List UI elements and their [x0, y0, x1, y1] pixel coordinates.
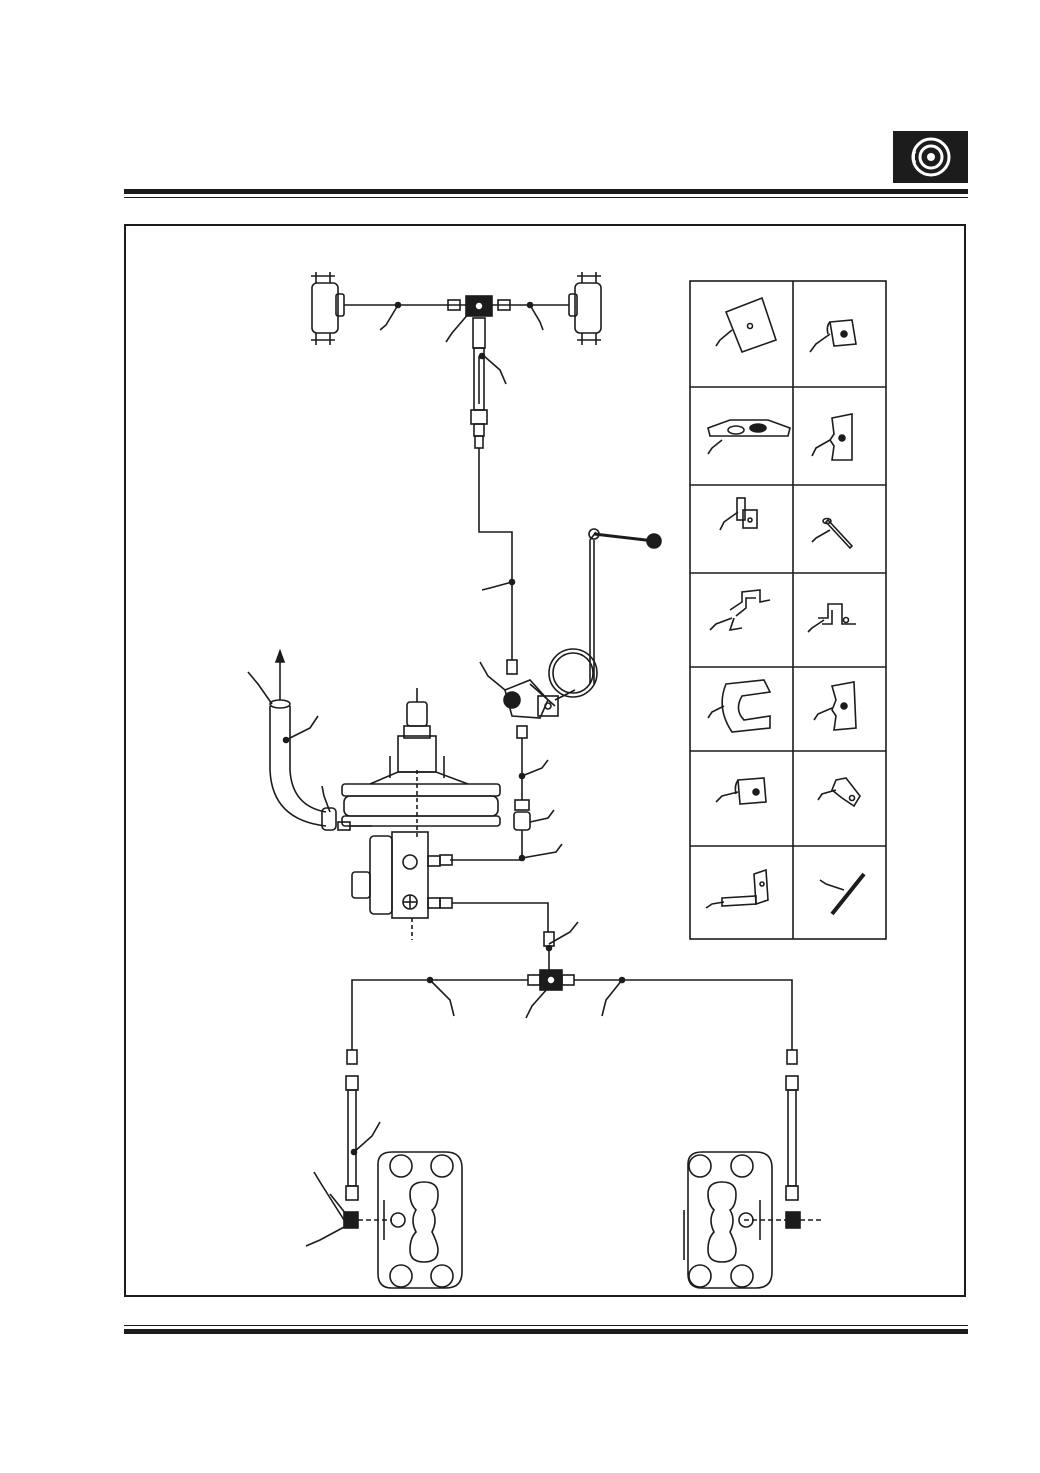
- rectangular-pad-plate-icon: [715, 296, 778, 354]
- front-left-caliper: [377, 1151, 463, 1289]
- header-rule-thin: [124, 197, 968, 198]
- mounting-bracket-icon: [707, 419, 791, 455]
- load-sensing-linkage: [548, 528, 662, 698]
- u-clip-icon: [707, 679, 772, 733]
- header-rule: [124, 189, 968, 194]
- diagram-frame: [124, 224, 966, 1297]
- pressure-regulating-valve: [479, 661, 576, 719]
- rod-icon: [819, 872, 866, 916]
- right-rear-wheel-cylinder: [568, 272, 602, 345]
- rear-flexible-hose: [470, 317, 507, 449]
- flared-clip-icon: [813, 681, 857, 731]
- footer-rule: [124, 1329, 968, 1334]
- left-rear-wheel-cylinder: [311, 272, 345, 345]
- pipe-bracket-icon: [807, 603, 856, 633]
- angled-bracket-icon: [709, 589, 771, 632]
- spring-clip-icon: [809, 319, 857, 353]
- rear-brake-assembly: [311, 272, 602, 449]
- bent-clip-icon: [817, 777, 861, 808]
- valve-outlet-pipe: [439, 725, 563, 866]
- front-right-flexible-hose: [744, 1075, 824, 1229]
- pin-icon: [811, 517, 854, 550]
- angle-bracket-icon: [705, 868, 769, 909]
- front-left-pipe: [346, 976, 528, 1065]
- vacuum-hose: [247, 648, 372, 831]
- front-left-flexible-hose: [305, 1075, 392, 1247]
- flared-clip-icon: [811, 413, 853, 461]
- footer-rule-thin: [124, 1325, 968, 1326]
- master-cylinder: [351, 831, 441, 940]
- rear-t-piece: [465, 295, 493, 317]
- clip-legend-table: [689, 280, 887, 940]
- spring-clip-icon: [715, 777, 767, 805]
- brake-servo: [341, 688, 501, 840]
- front-right-caliper: [683, 1151, 773, 1289]
- rear-brake-pipe: [478, 448, 518, 675]
- front-brake-pipe: [439, 897, 579, 970]
- front-t-piece: [525, 969, 575, 1019]
- small-bracket-icon: [719, 497, 758, 531]
- front-right-pipe: [574, 976, 798, 1065]
- disc-brake-icon: [893, 131, 968, 183]
